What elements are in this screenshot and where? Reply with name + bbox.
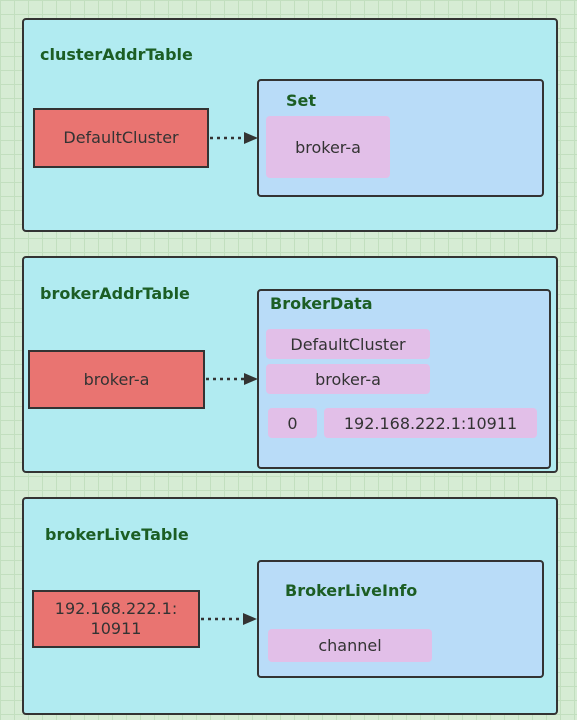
value-title: Set	[286, 91, 317, 110]
value-item: channel	[268, 629, 432, 662]
broker-addr-table-panel: brokerAddrTable broker-a BrokerData Defa…	[22, 256, 558, 473]
cluster-addr-table-panel: clusterAddrTable DefaultCluster Set brok…	[22, 18, 558, 232]
value-title: BrokerLiveInfo	[285, 581, 418, 600]
key-box: 192.168.222.1: 10911	[32, 590, 200, 648]
arrow-head	[243, 613, 257, 625]
dotted-arrow	[210, 132, 258, 144]
arrow-head	[244, 373, 258, 385]
value-item: broker-a	[266, 116, 390, 178]
broker-address-item: 192.168.222.1:10911	[324, 408, 537, 438]
set-box: Set broker-a	[257, 79, 544, 197]
broker-data-box: BrokerData DefaultCluster broker-a 0 192…	[257, 289, 551, 469]
key-box: broker-a	[28, 350, 205, 409]
broker-live-info-box: BrokerLiveInfo channel	[257, 560, 544, 678]
panel-title: brokerLiveTable	[45, 525, 189, 544]
panel-title: clusterAddrTable	[40, 45, 193, 64]
cluster-name-item: DefaultCluster	[266, 329, 430, 359]
broker-live-table-panel: brokerLiveTable 192.168.222.1: 10911 Bro…	[22, 497, 558, 715]
panel-title: brokerAddrTable	[40, 284, 190, 303]
dotted-arrow	[201, 613, 257, 625]
dotted-arrow	[206, 373, 258, 385]
key-line-2: 10911	[90, 619, 142, 638]
key-box: DefaultCluster	[33, 108, 209, 168]
value-title: BrokerData	[270, 294, 373, 313]
arrow-head	[244, 132, 258, 144]
broker-id-item: 0	[268, 408, 317, 438]
broker-name-item: broker-a	[266, 364, 430, 394]
key-line-1: 192.168.222.1:	[54, 599, 178, 618]
